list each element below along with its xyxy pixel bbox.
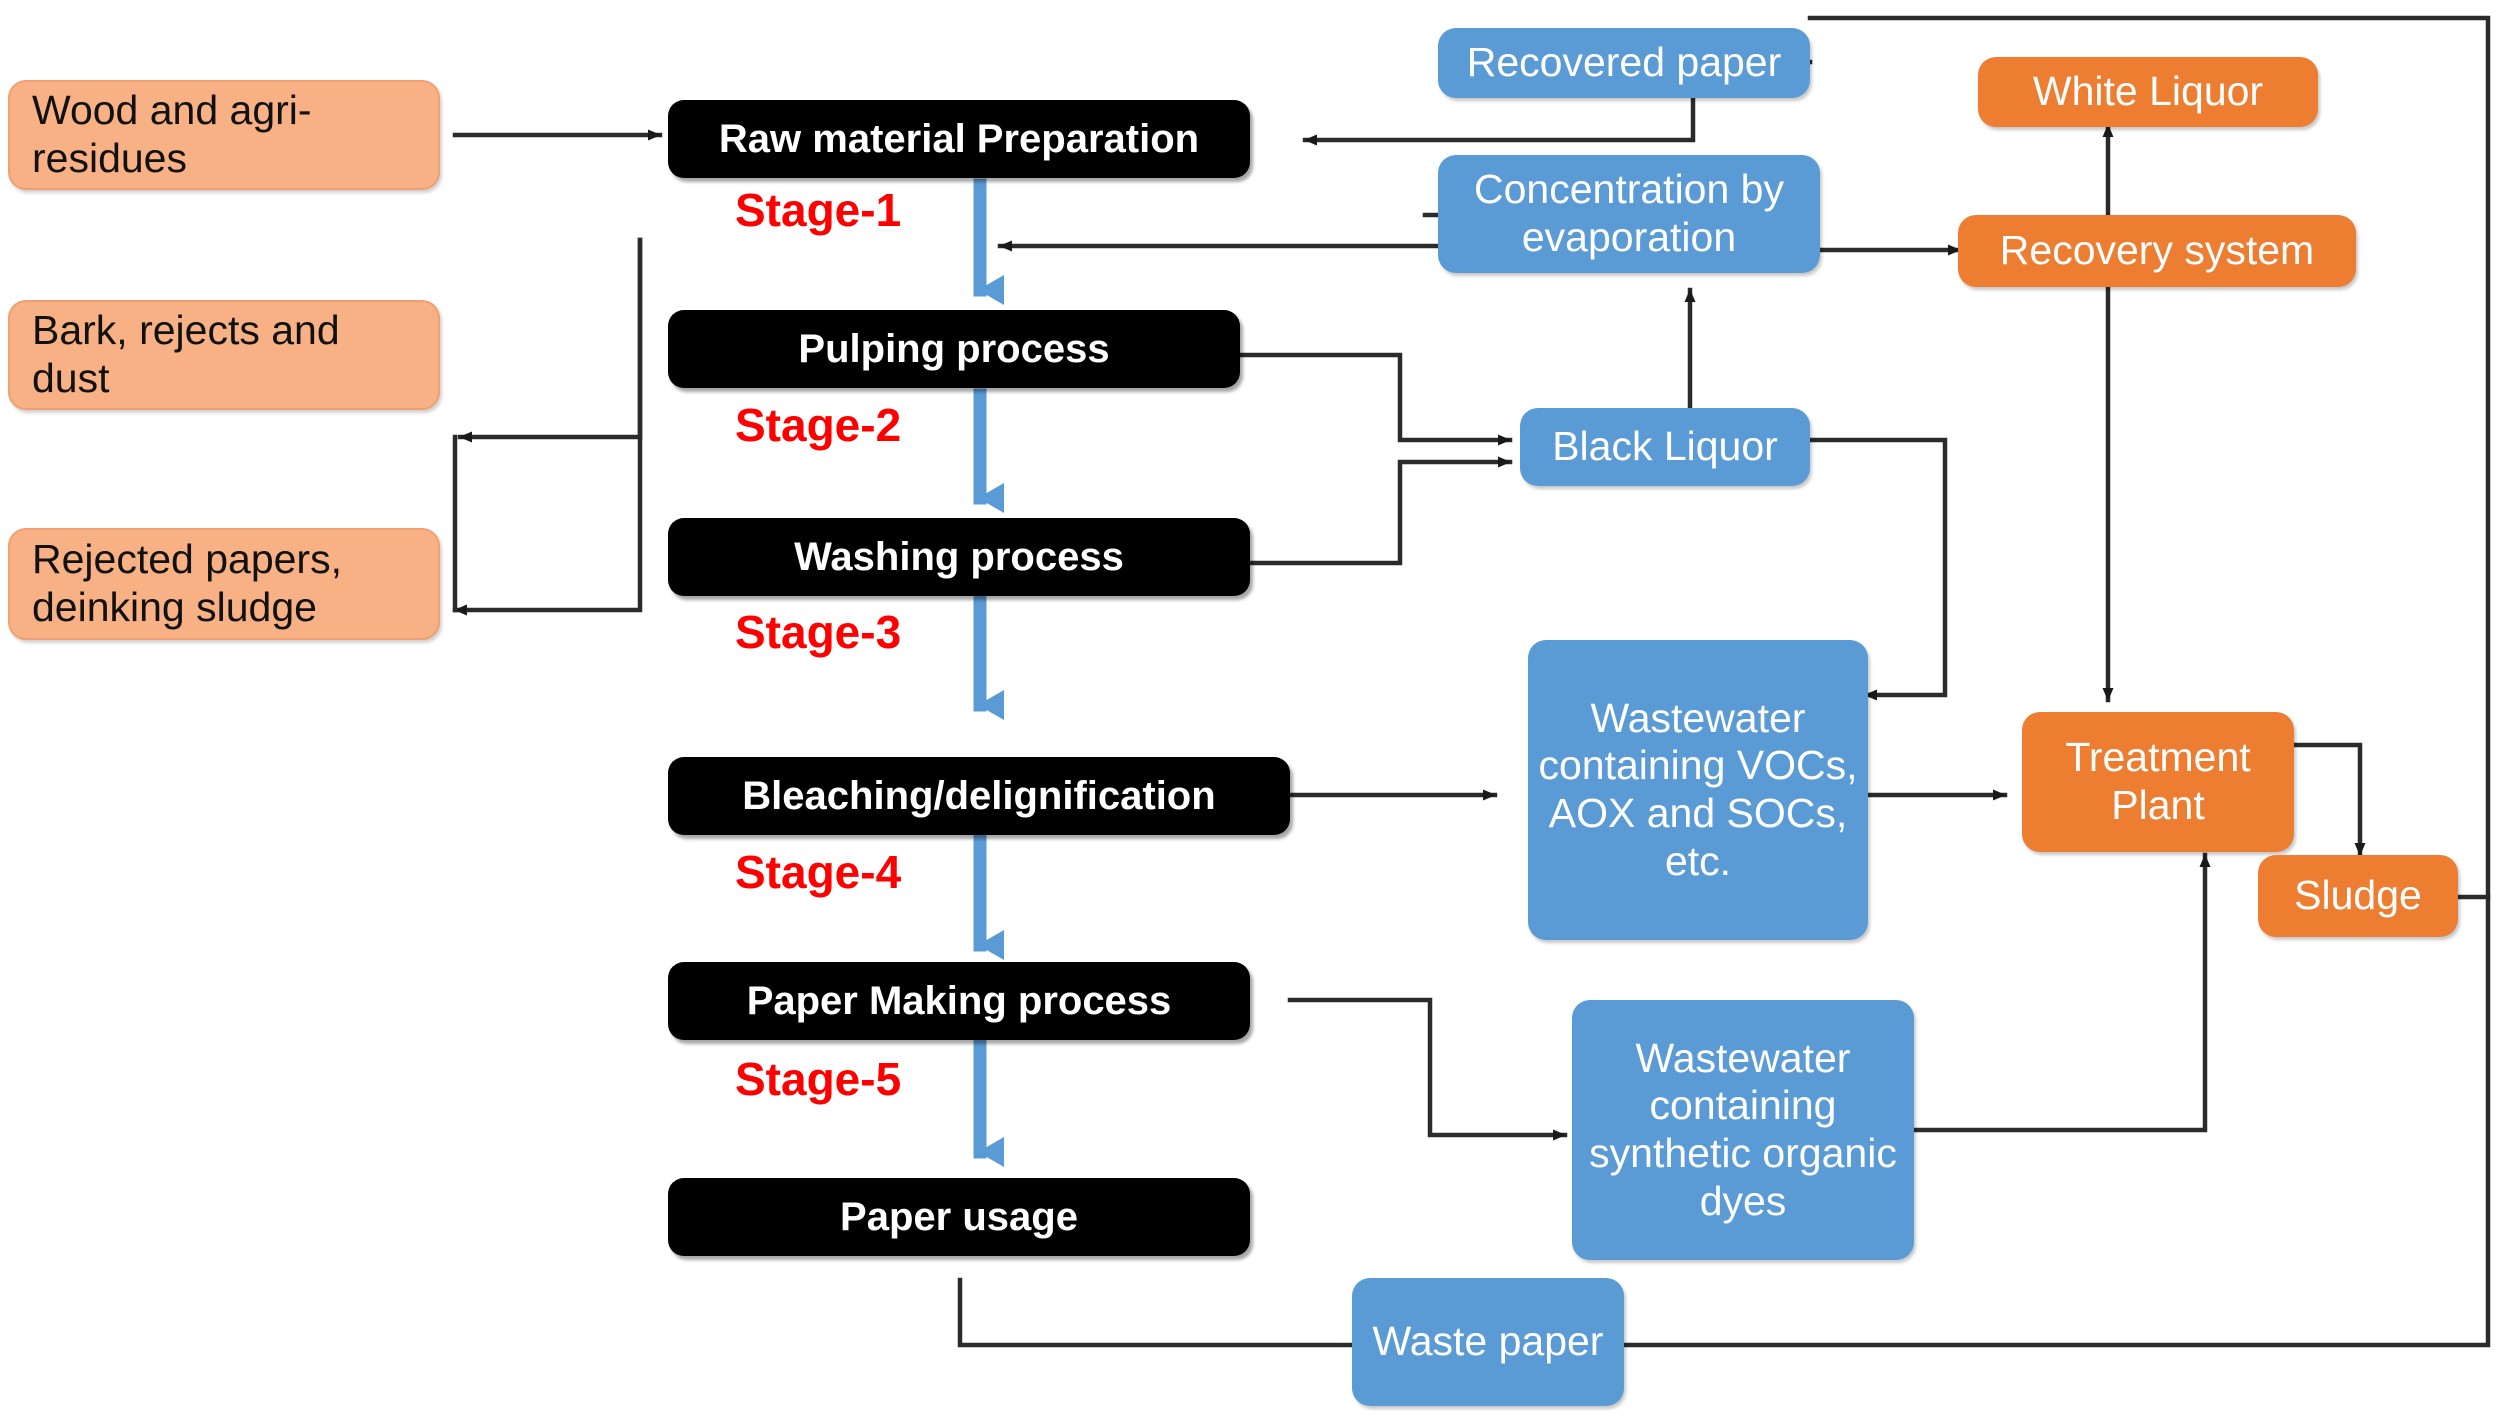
node-bleaching-delignification[interactable]: Bleaching/delignification — [668, 757, 1290, 835]
edge-blackliquor-to-wastewater — [1807, 437, 1948, 701]
node-paper-making-process[interactable]: Paper Making process — [668, 962, 1250, 1040]
node-rejected-papers-deinking-sludge[interactable]: Rejected papers, deinking sludge — [8, 528, 440, 640]
edge-usage-to-wastepaper — [957, 1277, 1353, 1348]
edge-pulping-to-rejected — [452, 237, 643, 616]
edge-washing-to-blackliquor — [1237, 456, 1513, 566]
node-paper-usage[interactable]: Paper usage — [668, 1178, 1250, 1256]
stage-label-2: Stage-2 — [735, 399, 902, 451]
node-sludge[interactable]: Sludge — [2258, 855, 2458, 937]
node-recovery-system[interactable]: Recovery system — [1958, 215, 2356, 287]
node-black-liquor[interactable]: Black Liquor — [1520, 408, 1810, 486]
node-wastewater-synthetic-organic-dyes[interactable]: Wastewater containing synthetic organic … — [1572, 1000, 1914, 1260]
edge-treatment-to-sludge — [2287, 742, 2366, 858]
node-treatment-plant[interactable]: Treatment Plant — [2022, 712, 2294, 852]
node-waste-paper[interactable]: Waste paper — [1352, 1278, 1624, 1406]
edge-wastewater2-to-treatment — [1912, 852, 2211, 1133]
node-recovered-paper[interactable]: Recovered paper — [1438, 28, 1810, 98]
node-wastewater-vocs-aox-socs[interactable]: Wastewater containing VOCs, AOX and SOCs… — [1528, 640, 1868, 940]
edge-papermaking-to-wastewater2 — [1287, 997, 1568, 1141]
stage-label-5: Stage-5 — [735, 1053, 902, 1105]
node-concentration-by-evaporation[interactable]: Concentration by evaporation — [1438, 155, 1820, 273]
node-washing-process[interactable]: Washing process — [668, 518, 1250, 596]
stage-label-3: Stage-3 — [735, 606, 902, 658]
stage-label-4: Stage-4 — [735, 846, 902, 898]
edge-pulping-to-blackliquor — [1237, 352, 1513, 446]
stage-label-1: Stage-1 — [735, 184, 902, 236]
node-bark-rejects-dust[interactable]: Bark, rejects and dust — [8, 300, 440, 410]
edge-raw-to-bark — [457, 237, 643, 443]
node-pulping-process[interactable]: Pulping process — [668, 310, 1240, 388]
edge-wastepaper-to-recovered — [1617, 15, 2491, 1348]
node-wood-and-agri-residues[interactable]: Wood and agri-residues — [8, 80, 440, 190]
node-white-liquor[interactable]: White Liquor — [1978, 57, 2318, 127]
node-raw-material-preparation[interactable]: Raw material Preparation — [668, 100, 1250, 178]
